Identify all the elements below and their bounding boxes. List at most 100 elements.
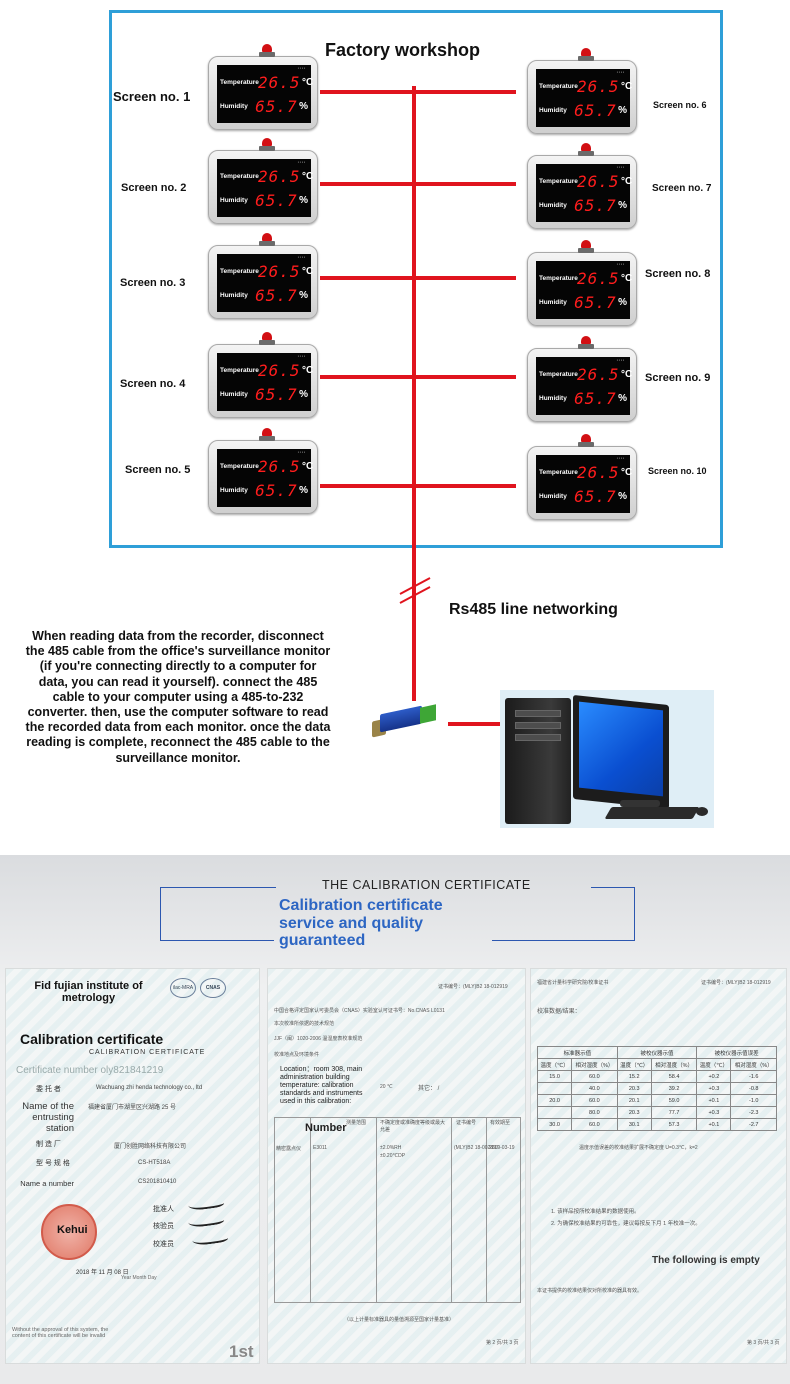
bus-branch	[320, 276, 516, 280]
mouse-icon	[696, 807, 708, 816]
certificate-section-title: THE CALIBRATION CERTIFICATE	[322, 878, 531, 892]
standard-line: JJF（闽）1020-2006 温湿度表校准规范	[274, 1036, 363, 1042]
rs485-to-rs232-converter-icon	[372, 702, 448, 744]
name-a-number-label: Name a number	[20, 1179, 74, 1188]
humidity-label: Humidity	[220, 291, 248, 299]
keyboard-icon	[604, 807, 700, 819]
humidity-label: Humidity	[220, 390, 248, 398]
note-2: 2. 为确保校准结果的可靠性，建议每按反下月 1 年校准一次。	[551, 1221, 701, 1227]
alarm-lamp-icon	[259, 44, 275, 57]
temperature-label: Temperature	[220, 172, 259, 180]
humidity-label: Humidity	[539, 394, 567, 402]
humidity-unit: %	[618, 490, 627, 502]
alarm-lamp-icon	[578, 240, 594, 253]
alarm-lamp-icon	[259, 138, 275, 151]
temperature-value: 26.5	[258, 360, 301, 380]
signature-approved	[187, 1194, 225, 1212]
humidity-label: Humidity	[220, 486, 248, 494]
rs485-label: Rs485 line networking	[449, 601, 618, 618]
humidity-value: 65.7	[255, 190, 298, 210]
temp-value: 20 ℃	[380, 1084, 393, 1090]
screen-label-4: Screen no. 4	[120, 378, 186, 390]
bus-branch	[320, 375, 516, 379]
temperature-unit: °C	[621, 80, 633, 92]
pc-monitor-icon	[573, 694, 669, 810]
page3-number: 第 3 页/共 3 页	[747, 1340, 780, 1346]
humidity-value: 65.7	[574, 195, 617, 215]
temperature-label: Temperature	[539, 274, 578, 282]
alarm-lamp-icon	[259, 428, 275, 441]
humidity-unit: %	[299, 289, 308, 301]
humidity-unit: %	[618, 296, 627, 308]
temperature-label: Temperature	[539, 370, 578, 378]
results-label: 校准数据/结果：	[537, 1009, 581, 1015]
alarm-lamp-icon	[578, 336, 594, 349]
certificate-page-1: Fid fujian institute of metrology ilac-M…	[5, 968, 260, 1364]
humidity-unit: %	[299, 194, 308, 206]
certificate-section: THE CALIBRATION CERTIFICATE Calibration …	[0, 855, 790, 1384]
humidity-unit: %	[618, 199, 627, 211]
screen-label-5: Screen no. 5	[125, 464, 191, 476]
humidity-value: 65.7	[574, 486, 617, 506]
institute-name: Fid fujian institute of metrology	[34, 980, 143, 1004]
temperature-unit: °C	[621, 272, 633, 284]
official-stamp-icon: Kehui	[41, 1204, 97, 1260]
screen-label-1: Screen no. 1	[113, 89, 191, 104]
note-1: 1. 该样品按所校准结果的数据使用。	[551, 1209, 640, 1215]
humidity-value: 65.7	[574, 100, 617, 120]
signature-checked	[187, 1211, 225, 1229]
temperature-unit: °C	[302, 76, 314, 88]
manufacturer-value: 厦门创胜网络科技有限公司	[114, 1144, 187, 1150]
type-value: CS-HT518A	[138, 1160, 171, 1166]
temperature-unit: °C	[302, 170, 314, 182]
temperature-unit: °C	[621, 466, 633, 478]
screen-label-7: Screen no. 7	[652, 183, 712, 194]
following-empty-text: The following is empty	[652, 1255, 760, 1266]
signature-calibrated	[191, 1229, 229, 1247]
temperature-label: Temperature	[220, 462, 259, 470]
client-value: Wachuang zhi henda technology co., ltd	[96, 1085, 203, 1091]
screen-label-2: Screen no. 2	[121, 182, 187, 194]
env-line: 校准地点及环境条件	[274, 1052, 320, 1058]
pc-tower-icon	[505, 698, 571, 824]
instructions-text: When reading data from the recorder, dis…	[25, 629, 331, 765]
page3-institute: 福建省计量科学研究院/校准证书	[537, 980, 609, 986]
alarm-lamp-icon	[259, 332, 275, 345]
certificate-number: Certificate number oly821841219	[16, 1065, 164, 1076]
bus-branch	[320, 484, 516, 488]
humidity-unit: %	[299, 100, 308, 112]
temperature-label: Temperature	[539, 177, 578, 185]
page3-cert-no: 证书编号：(MLY)B2 18-012919	[701, 980, 771, 986]
alarm-lamp-icon	[259, 233, 275, 246]
checked-label: 核验员	[153, 1223, 174, 1230]
basis-line: 本次校准所依据的技术规范	[274, 1021, 335, 1027]
calibrated-label: 校准员	[153, 1241, 174, 1248]
certificate-heading: Calibration certificate	[20, 1031, 164, 1047]
screen-label-6: Screen no. 6	[653, 100, 707, 110]
temperature-unit: °C	[302, 364, 314, 376]
location-text: Location：room 308, main administration b…	[280, 1066, 363, 1105]
calibration-results-table: 标准器示值 被校仪器示值 被校仪器示值误差 温度（℃） 相对湿度（%） 温度（℃…	[536, 1046, 777, 1131]
cnas-logo-icon: CNAS	[200, 978, 226, 998]
page-tag: 1st	[229, 1342, 254, 1361]
humidity-value: 65.7	[255, 285, 298, 305]
temperature-unit: °C	[302, 265, 314, 277]
humidity-label: Humidity	[539, 201, 567, 209]
number-value: CS201810410	[138, 1179, 177, 1185]
page2-number: 第 2 页/共 3 页	[486, 1340, 519, 1346]
screen-label-9: Screen no. 9	[645, 372, 711, 384]
humidity-unit: %	[299, 388, 308, 400]
page2-cert-no: 证书编号：(MLY)B2 18-012919	[438, 984, 508, 990]
certificate-date: 2018 年 11 月 08 日	[76, 1270, 129, 1276]
alarm-lamp-icon	[578, 48, 594, 61]
humidity-value: 65.7	[255, 480, 298, 500]
temperature-value: 26.5	[258, 456, 301, 476]
